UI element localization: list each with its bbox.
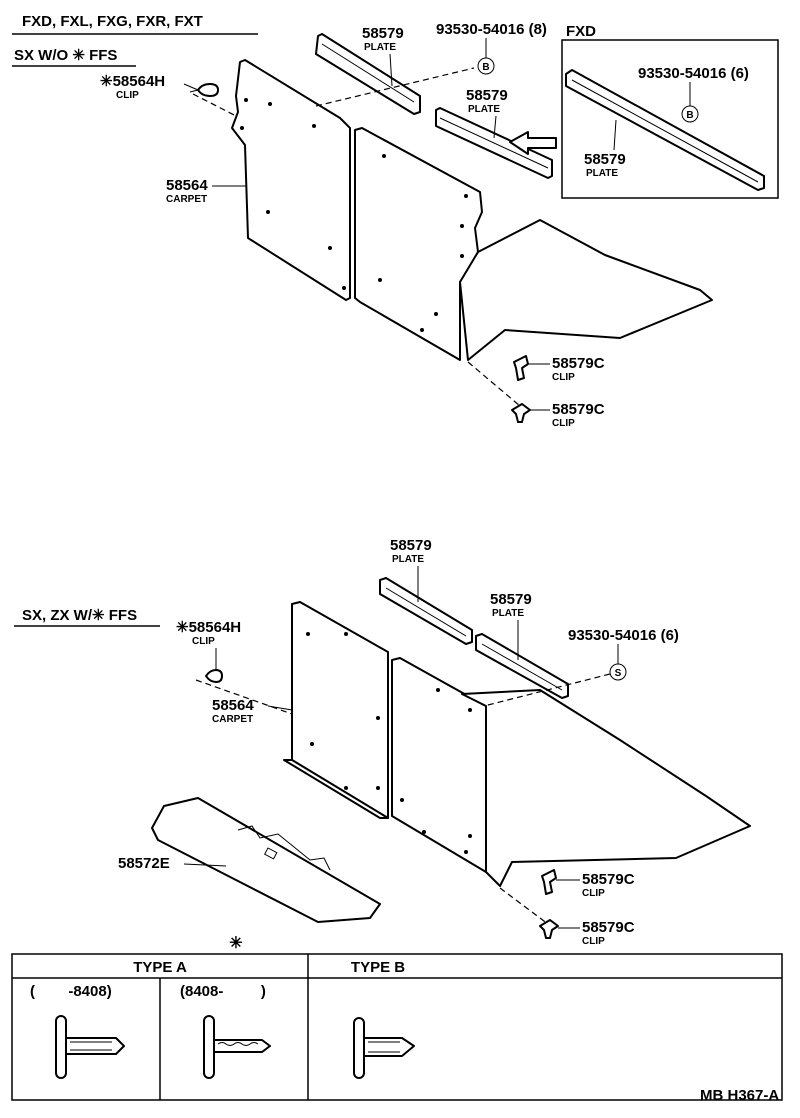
top-carpet-holes bbox=[240, 98, 468, 332]
top-clip-c1-part bbox=[513, 355, 529, 381]
bottom-carpet-floor bbox=[461, 689, 751, 887]
bottom-clip-c2-part bbox=[539, 919, 559, 939]
top-plate-a-dashline bbox=[315, 67, 475, 107]
top-clip-c-dashline bbox=[467, 361, 521, 407]
legend-range-1: ( -8408) bbox=[30, 983, 112, 1000]
bottom-clip-h-name: CLIP bbox=[192, 636, 215, 647]
mat-part bbox=[151, 797, 381, 923]
top-carpet-right-panel bbox=[354, 127, 483, 361]
fxd-plate-leader bbox=[613, 119, 617, 151]
fxd-plate-part bbox=[565, 69, 765, 191]
bottom-screw-label: 93530-54016 (6) bbox=[568, 627, 679, 644]
top-plate-b-leader bbox=[493, 115, 497, 139]
bottom-plate-b bbox=[475, 633, 569, 699]
top-clip-c1-name: CLIP bbox=[552, 372, 575, 383]
bottom-carpet-leader bbox=[267, 705, 293, 711]
type-a-early-clip-icon bbox=[55, 1015, 125, 1079]
top-clip-h-leader bbox=[183, 83, 199, 91]
top-clip-h-dashline bbox=[192, 93, 241, 119]
bottom-screw-callout-letter: S bbox=[615, 668, 622, 679]
mat-label: 58572E bbox=[118, 855, 170, 872]
bottom-clip-h-label: ✳58564H bbox=[176, 619, 241, 636]
top-clip-c2-name: CLIP bbox=[552, 418, 575, 429]
top-plate-a-label: 58579 bbox=[362, 25, 404, 42]
bottom-plate-a-name: PLATE bbox=[392, 554, 424, 565]
bottom-condition-label: SX, ZX W/✳ FFS bbox=[22, 607, 137, 624]
type-a-late-clip-icon bbox=[203, 1015, 271, 1079]
bottom-clip-h-dashline bbox=[195, 679, 293, 715]
top-carpet-label: 58564 bbox=[166, 177, 208, 194]
type-b-clip-icon bbox=[353, 1017, 415, 1079]
figure-code: MB H367-A bbox=[700, 1087, 779, 1104]
top-clip-c2-part bbox=[511, 403, 531, 423]
bottom-plate-a-label: 58579 bbox=[390, 537, 432, 554]
top-carpet-name: CARPET bbox=[166, 194, 207, 205]
bottom-carpet-edge bbox=[283, 759, 389, 819]
top-plate-a bbox=[315, 33, 421, 115]
fxd-screw-callout bbox=[681, 105, 699, 123]
top-condition-label: SX W/O ✳ FFS bbox=[14, 47, 117, 64]
model-line-label: FXD, FXL, FXG, FXR, FXT bbox=[22, 13, 203, 30]
mat-leader bbox=[183, 863, 227, 867]
bottom-carpet-label: 58564 bbox=[212, 697, 254, 714]
fxd-plate-label: 58579 bbox=[584, 151, 626, 168]
legend-type-b: TYPE B bbox=[351, 959, 405, 976]
fxd-detail-title: FXD bbox=[566, 23, 596, 40]
top-plate-b-label: 58579 bbox=[466, 87, 508, 104]
mat-hole bbox=[264, 847, 278, 860]
bottom-clip-c-dashline bbox=[499, 887, 549, 925]
top-clip-h-label: ✳58564H bbox=[100, 73, 165, 90]
legend-mark: ✳ bbox=[229, 935, 242, 952]
bottom-clip-c1-name: CLIP bbox=[582, 888, 605, 899]
top-screw-callout-letter: B bbox=[482, 62, 489, 73]
bottom-plate-b-label: 58579 bbox=[490, 591, 532, 608]
top-screw-label: 93530-54016 (8) bbox=[436, 21, 547, 38]
top-clip-h-part bbox=[189, 83, 219, 97]
bottom-carpet-left-panel bbox=[291, 601, 389, 819]
bottom-clip-c2-label: 58579C bbox=[582, 919, 635, 936]
top-carpet-left-panel bbox=[231, 59, 351, 301]
bottom-clip-c1-label: 58579C bbox=[582, 871, 635, 888]
bottom-screw-dashline bbox=[483, 673, 611, 707]
bottom-clip-c2-name: CLIP bbox=[582, 936, 605, 947]
legend-table bbox=[11, 953, 783, 1101]
legend-type-a: TYPE A bbox=[133, 959, 187, 976]
top-plate-b-name: PLATE bbox=[468, 104, 500, 115]
bottom-clip-c1-part bbox=[541, 869, 557, 895]
bottom-plate-a bbox=[379, 577, 473, 645]
legend-range-2: (8408- ) bbox=[180, 983, 266, 1000]
top-screw-callout bbox=[477, 57, 495, 75]
top-clip-c1-label: 58579C bbox=[552, 355, 605, 372]
top-clip-h-name: CLIP bbox=[116, 90, 139, 101]
fxd-plate-name: PLATE bbox=[586, 168, 618, 179]
fxd-screw-callout-letter: B bbox=[686, 110, 693, 121]
detail-arrow bbox=[509, 131, 557, 155]
top-plate-a-name: PLATE bbox=[364, 42, 396, 53]
bottom-carpet-holes bbox=[306, 632, 472, 854]
bottom-clip-h-part bbox=[205, 669, 223, 683]
top-carpet-floor bbox=[459, 219, 713, 361]
top-plate-a-leader bbox=[389, 53, 393, 87]
fxd-screw-label: 93530-54016 (6) bbox=[638, 65, 749, 82]
bottom-screw-callout bbox=[609, 663, 627, 681]
bottom-plate-b-name: PLATE bbox=[492, 608, 524, 619]
fxd-detail-box bbox=[561, 39, 779, 199]
bottom-carpet-name: CARPET bbox=[212, 714, 253, 725]
top-clip-c2-label: 58579C bbox=[552, 401, 605, 418]
